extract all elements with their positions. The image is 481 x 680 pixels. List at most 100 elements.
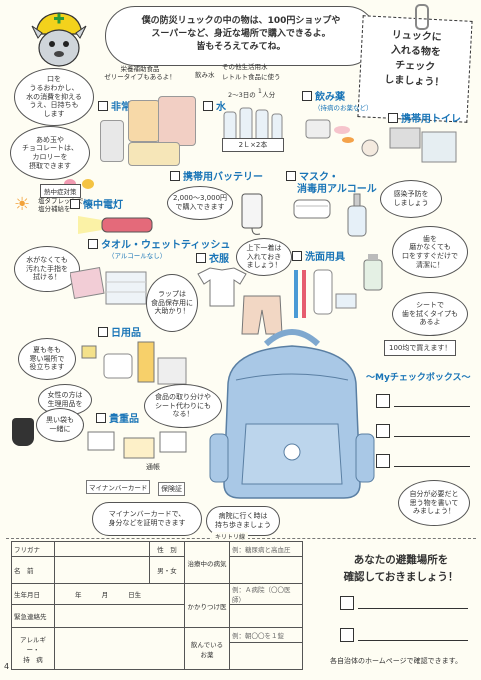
category-water[interactable]: 水 — [203, 98, 226, 113]
form-hint: 例：Ａ病院（〇〇医師） — [229, 583, 303, 605]
form-field-furigana[interactable] — [54, 541, 150, 557]
bubble-text: 大助かり！ — [154, 307, 190, 316]
category-flashlight[interactable]: 懐中電灯 — [70, 196, 123, 211]
form-label: フリガナ — [11, 541, 55, 557]
shelter-checkbox[interactable] — [340, 628, 354, 642]
food-item-icon — [128, 142, 180, 166]
category-medicine[interactable]: 飲み薬 — [302, 88, 345, 103]
category-label: 日用品 — [111, 328, 141, 339]
bubble-text: あめ玉や — [36, 135, 64, 144]
category-toilet[interactable]: 携帯用トイレ — [388, 110, 461, 125]
category-label: 携帯用トイレ — [401, 114, 461, 125]
checkbox[interactable] — [70, 198, 80, 209]
cut-line-text: キリトリ線 — [215, 534, 246, 541]
form-label: 飲んでいる お薬 — [184, 627, 230, 670]
form-field-hospital[interactable] — [229, 556, 303, 584]
shelter-checkbox[interactable] — [340, 596, 354, 610]
checkbox[interactable] — [292, 250, 302, 261]
form-label: 治療中の病気 — [184, 541, 230, 584]
category-valuables[interactable]: 貴重品 — [96, 410, 139, 425]
category-battery[interactable]: 携帯用バッテリー — [170, 168, 263, 183]
bubble-text: 感染予防を — [393, 190, 429, 199]
bubble-text: で購入できます — [175, 203, 225, 211]
shelter-line[interactable] — [358, 608, 468, 609]
mybox-checkbox[interactable] — [376, 394, 390, 408]
shelter-title-line: 確認しておきましょう！ — [343, 570, 459, 583]
checkbox[interactable] — [388, 112, 398, 123]
bubble-text: 自分が必要だと — [409, 489, 459, 498]
form-field-birth[interactable]: 年 月 日生 — [54, 583, 185, 605]
form-field-emergency[interactable] — [54, 604, 185, 628]
category-label: 飲み薬 — [315, 92, 345, 103]
category-mask[interactable]: マスク・ — [286, 168, 339, 183]
form-field-name[interactable] — [54, 556, 150, 584]
intro-line: スーパーなど、身近な場所で購入できるよ。 — [151, 29, 331, 40]
bubble-infection: 感染予防を しましょう — [380, 180, 442, 218]
checkbox[interactable] — [98, 326, 108, 337]
mybox-checkbox[interactable] — [376, 454, 390, 468]
insurance-text: 保険証 — [161, 485, 182, 493]
checkbox[interactable] — [286, 170, 296, 181]
bubble-sheet: シートで 歯を拭くタイプも あるよ — [392, 292, 468, 336]
bubble-text: 病院に行く時は — [218, 512, 268, 521]
category-sub-towel: （アルコールなし） — [108, 252, 167, 260]
bubble-text: カロリーを — [32, 153, 68, 161]
form-label: 生年月日 — [11, 583, 55, 605]
category-towel[interactable]: タオル・ウェットティッシュ — [88, 236, 230, 251]
bubble-text: 磨かなくても — [409, 243, 451, 252]
form-field-drug[interactable] — [229, 642, 303, 670]
category-label: 水 — [216, 102, 226, 113]
page-number: 4 — [4, 662, 10, 671]
category-clothes[interactable]: 衣服 — [196, 250, 229, 265]
category-food[interactable]: 非常食 — [98, 98, 141, 113]
bubble-text: ラップは — [158, 289, 186, 298]
bubble-text: 女性の方は — [47, 391, 83, 400]
category-mask2: 消毒用アルコール — [297, 180, 377, 195]
mybox-line[interactable] — [394, 406, 470, 407]
mybox-line[interactable] — [394, 436, 470, 437]
checklist-title-box: リュックに 入れる物を チェック しましょう！ — [357, 15, 473, 123]
bubble-text: 摂取できます — [29, 161, 71, 170]
category-washing[interactable]: 洗面用具 — [292, 248, 345, 263]
bubble-text: 水の消費を抑える — [26, 92, 82, 101]
bubble-choco: あめ玉や チョコレートは、 カロリーを 摂取できます — [10, 126, 90, 180]
backpack-icon — [206, 324, 378, 502]
checkbox[interactable] — [98, 100, 108, 111]
bubble-text: マイナンバーカードで、 — [108, 510, 186, 519]
category-label: マスク・ — [299, 172, 339, 183]
bubble-text: 一緒に — [49, 425, 71, 433]
clip-icon — [415, 4, 429, 30]
checkbox[interactable] — [196, 252, 206, 263]
shelter-line[interactable] — [358, 640, 468, 641]
checkbox[interactable] — [88, 238, 98, 249]
intro-bubble: 僕の防災リュックの中の物は、100円ショップや スーパーなど、身近な場所で購入で… — [105, 6, 377, 66]
form-field-doctor[interactable] — [229, 604, 303, 628]
mybox-checkbox[interactable] — [376, 424, 390, 438]
checkbox[interactable] — [170, 170, 180, 181]
bubble-summer: 夏も冬も 寒い場所で 役立ちます — [18, 338, 76, 380]
valuables-icon — [84, 428, 194, 474]
form-sex-value[interactable]: 男・女 — [149, 556, 185, 584]
bubble-blackbag: 黒い袋も 一緒に — [36, 408, 84, 442]
category-label: タオル・ウェットティッシュ — [101, 240, 231, 251]
bubble-text: あるよ — [419, 318, 441, 327]
insurance-label: 保険証 — [158, 482, 185, 496]
checkbox[interactable] — [203, 100, 213, 111]
note-water-3: レトルト食品に使う — [222, 73, 281, 81]
form-hint: 例：糖尿病と高血圧 — [229, 541, 303, 557]
form-field-allergy[interactable] — [54, 627, 185, 670]
mybox-title-text: 〜Myチェックボックス〜 — [366, 373, 471, 383]
personal-info-form: フリガナ 性 別 治療中の病気 例：糖尿病と高血圧 名 前 男・女 生年月日 年… — [11, 541, 303, 670]
cut-line-label: キリトリ線 — [212, 532, 249, 541]
bubble-text: 2,000〜3,000円 — [172, 194, 228, 203]
checkbox[interactable] — [302, 90, 312, 101]
category-daily[interactable]: 日用品 — [98, 324, 141, 339]
bubble-text: 入れておき — [246, 252, 282, 261]
mouthwash-icon — [360, 252, 386, 292]
bubble-text: なる！ — [172, 410, 194, 419]
mybox-line[interactable] — [394, 466, 470, 467]
mask-icon — [288, 196, 336, 220]
water-label-text: 2Ｌ×2本 — [238, 141, 268, 149]
intro-line: 皆もそろえてみてね。 — [196, 42, 286, 53]
checkbox[interactable] — [96, 412, 106, 423]
